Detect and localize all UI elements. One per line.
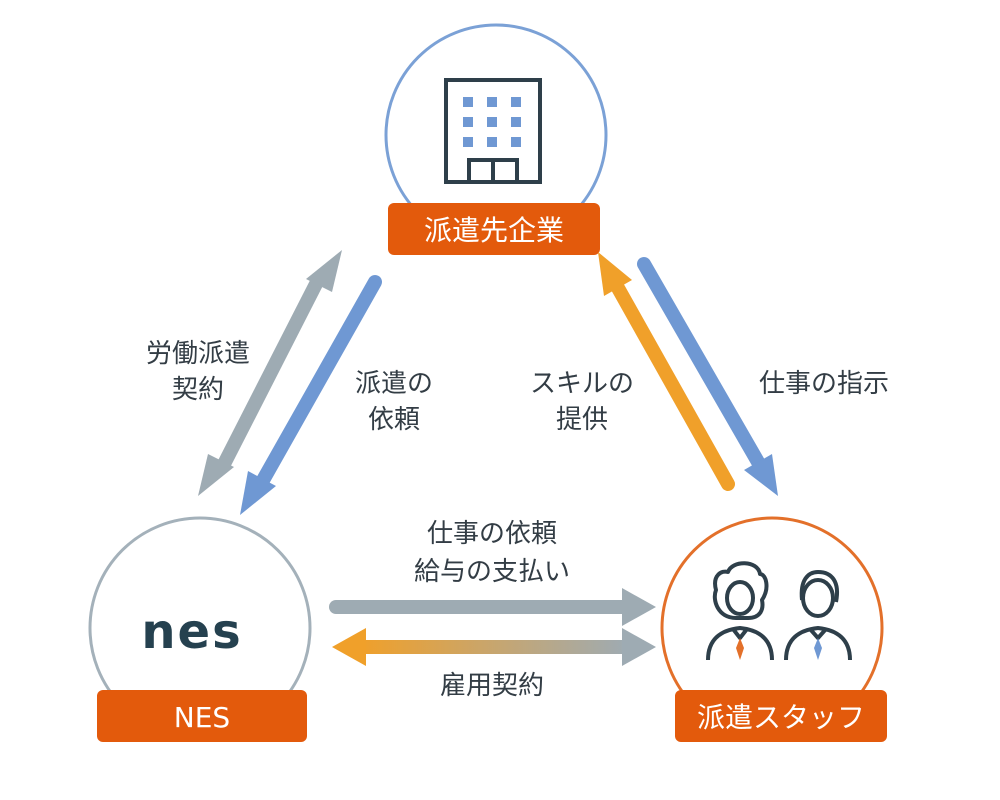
staff-people-icon (706, 561, 852, 661)
staff-label-box: 派遣スタッフ (675, 690, 887, 742)
building-icon (444, 78, 542, 184)
nes-client-contract-arrow (198, 250, 342, 496)
nes-label-box: NES (97, 690, 307, 742)
nes-client-contract-label-line1: 労働派遣 (146, 339, 250, 369)
staff-label: 派遣スタッフ (697, 701, 865, 734)
woman-tie-icon (736, 638, 744, 660)
client-label: 派遣先企業 (424, 214, 564, 247)
staff-skill-label-line2: 提供 (556, 405, 608, 435)
nes-client-contract-label-line2: 契約 (172, 375, 224, 405)
client-instruction-arrow (637, 257, 778, 496)
client-label-box: 派遣先企業 (388, 203, 600, 255)
client-request-label-line2: 依頼 (368, 405, 420, 435)
nes-staff-request-arrow (329, 588, 656, 626)
client-request-arrow (240, 275, 382, 515)
nes-staff-request-label-line1: 仕事の依頼 (427, 519, 557, 549)
employment-arrow (332, 628, 656, 666)
staff-skill-arrow (598, 252, 735, 491)
nes-staff-request-label-line2: 給与の支払い (414, 557, 570, 587)
nes-label: NES (174, 701, 230, 734)
client-instruction-label: 仕事の指示 (759, 369, 889, 399)
man-tie-icon (814, 638, 822, 660)
employment-label: 雇用契約 (440, 671, 544, 701)
staff-skill-label-line1: スキルの (530, 369, 634, 399)
nes-logo: nes (141, 604, 242, 660)
svg-text:nes: nes (141, 604, 242, 660)
client-request-label-line1: 派遣の (355, 369, 433, 399)
